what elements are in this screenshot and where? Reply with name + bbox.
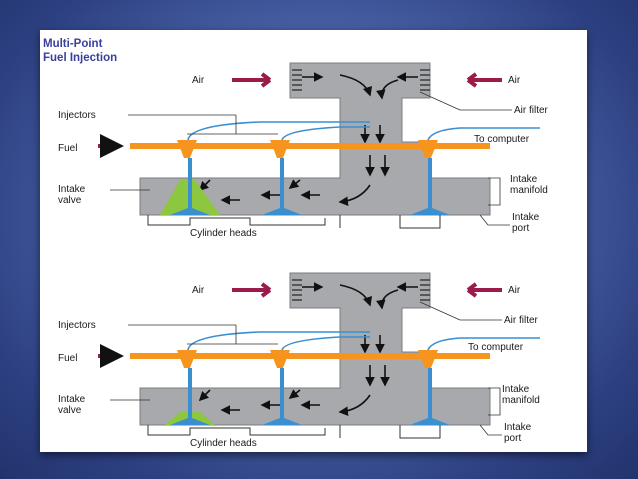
injector-3 [418, 350, 438, 368]
label-air-left: Air [192, 285, 205, 296]
air-filter-left [292, 69, 302, 91]
label-intake-valve-2: valve [58, 195, 82, 206]
injector-2 [270, 350, 290, 368]
label-intake-valve-1: Intake [58, 394, 86, 405]
label-intake-manifold-2: manifold [502, 395, 540, 406]
label-to-computer: To computer [468, 342, 524, 353]
label-intake-port-1: Intake [512, 212, 540, 223]
injector-1 [177, 140, 197, 158]
injector-2 [270, 140, 290, 158]
label-air-filter: Air filter [514, 105, 549, 116]
label-air-right: Air [508, 75, 521, 86]
label-intake-port-2: port [504, 433, 521, 444]
air-arrow-left [232, 282, 272, 298]
label-intake-port-1: Intake [504, 422, 532, 433]
airflow-arrows [198, 282, 418, 416]
diagram-panel: Multi-Point Fuel Injection [40, 30, 587, 452]
air-arrow-left [232, 72, 272, 88]
title-line-1: Multi-Point [43, 38, 103, 50]
label-air-filter: Air filter [504, 315, 539, 326]
injector-wires [187, 331, 540, 351]
airflow-arrows [198, 72, 418, 206]
label-air-right: Air [508, 285, 521, 296]
title-line-2: Fuel Injection [43, 52, 117, 64]
fuel-rail [130, 143, 490, 149]
label-leaders [110, 91, 512, 226]
label-intake-valve-1: Intake [58, 184, 86, 195]
label-to-computer: To computer [474, 134, 530, 145]
engine-diagram-bottom: Air Air Air filter Injectors To computer… [58, 272, 540, 449]
label-intake-manifold-1: Intake [510, 174, 538, 185]
label-intake-port-2: port [512, 223, 529, 234]
engine-diagram-top: Air Air Air filter Injectors To computer… [58, 62, 549, 239]
label-air-left: Air [192, 75, 205, 86]
cylinder-head-outline [147, 425, 441, 439]
air-filter-left [292, 279, 302, 301]
label-intake-valve-2: valve [58, 405, 82, 416]
label-fuel: Fuel [58, 353, 77, 364]
fuel-rail [130, 353, 490, 359]
label-injectors: Injectors [58, 320, 96, 331]
injector-3 [418, 140, 438, 158]
fuel-injection-diagram: Multi-Point Fuel Injection [43, 38, 549, 449]
air-filter-right [420, 279, 430, 301]
injector-1 [177, 350, 197, 368]
air-arrow-right [466, 282, 502, 298]
air-filter-right [420, 69, 430, 91]
intake-valves [170, 368, 450, 425]
label-cylinder-heads: Cylinder heads [190, 228, 257, 239]
label-intake-manifold-1: Intake [502, 384, 530, 395]
label-intake-manifold-2: manifold [510, 185, 548, 196]
label-fuel: Fuel [58, 143, 77, 154]
air-arrow-right [466, 72, 502, 88]
label-cylinder-heads: Cylinder heads [190, 438, 257, 449]
label-injectors: Injectors [58, 110, 96, 121]
injector-wires [187, 121, 540, 141]
cylinder-head-outline [147, 215, 441, 229]
label-leaders [110, 301, 502, 436]
intake-valves [170, 158, 450, 215]
